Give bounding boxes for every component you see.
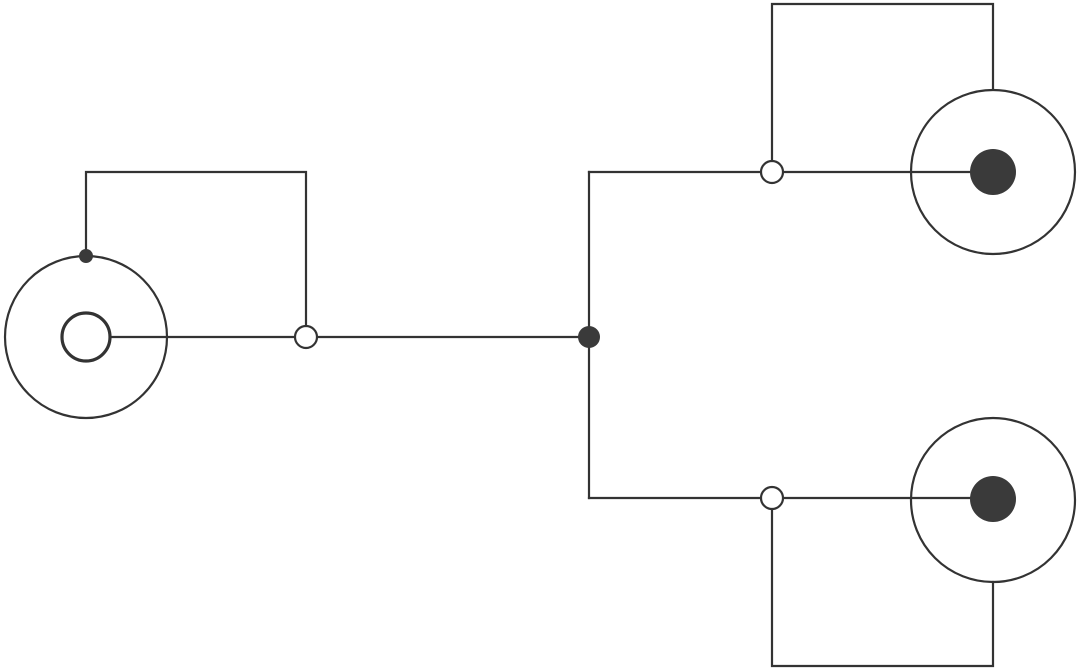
output-connector-bottom-outer-ring xyxy=(909,416,1077,584)
output-connector-top-outer-ring xyxy=(909,88,1077,256)
input-connector-center-pin xyxy=(60,311,112,363)
wire-output-top-shield-loop xyxy=(770,2,995,174)
output-connector-bottom-center-pin xyxy=(970,476,1016,522)
output-connector-bottom xyxy=(909,416,1077,584)
wires xyxy=(84,2,995,668)
input-connector xyxy=(3,249,169,420)
input-shield-crossover xyxy=(293,324,319,350)
splitter-junction xyxy=(578,326,600,348)
output-top-shield-crossover xyxy=(759,159,785,185)
output-bottom-shield-crossover xyxy=(759,485,785,511)
junctions xyxy=(293,159,785,511)
output-connector-top xyxy=(909,88,1077,256)
wire-output-bottom-shield-loop xyxy=(770,496,995,668)
output-connector-top-center-pin xyxy=(970,149,1016,195)
input-connector-shield-point xyxy=(79,249,93,263)
wire-input-shield-loop xyxy=(84,170,308,339)
